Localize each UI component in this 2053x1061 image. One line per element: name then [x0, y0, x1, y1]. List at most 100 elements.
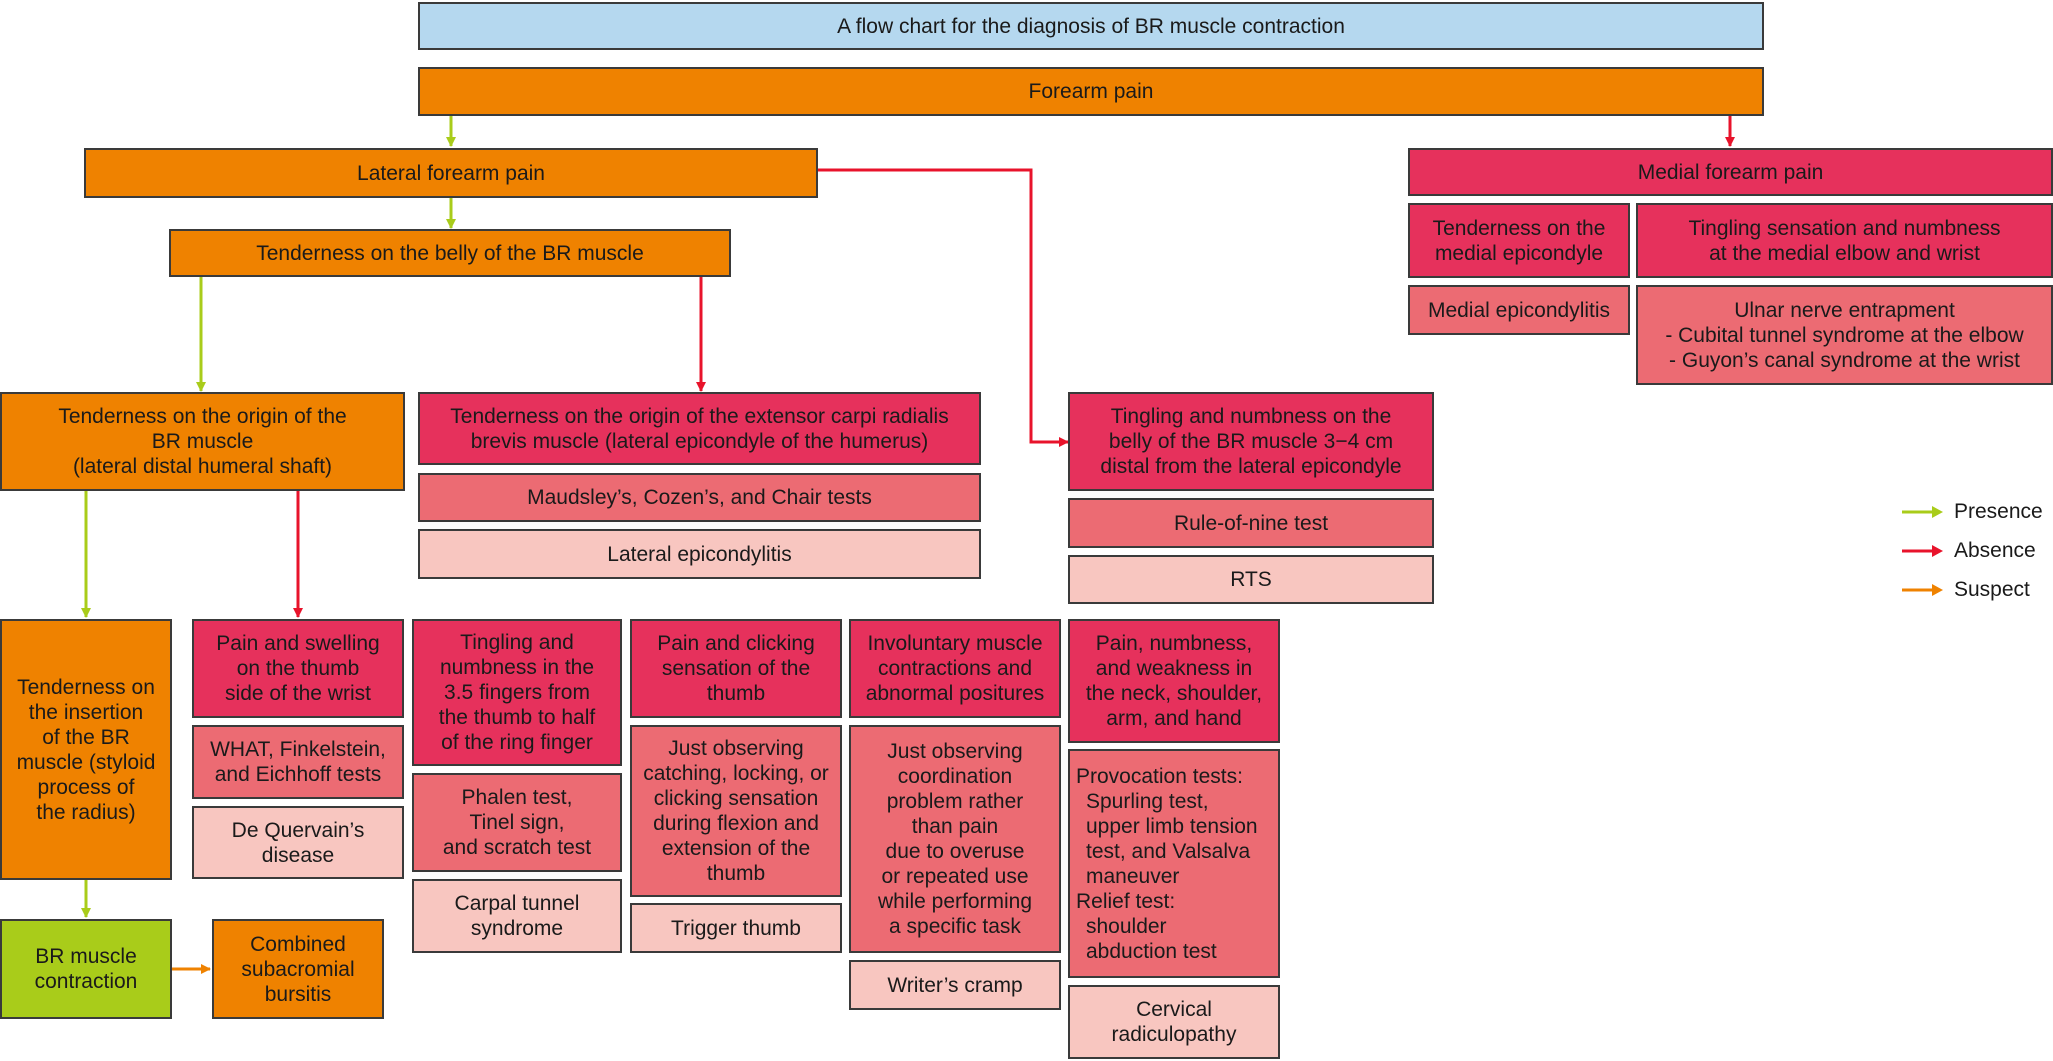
text-line: or repeated use	[881, 865, 1029, 888]
text-line: disease	[261, 843, 335, 867]
node-writers-cramp: Writer’s cramp	[849, 960, 1061, 1010]
legend-suspect: Suspect	[1900, 578, 2030, 602]
text-line: Lateral epicondylitis	[607, 542, 792, 566]
text-line: WHAT, Finkelstein,	[210, 738, 386, 761]
text-line: bursitis	[264, 982, 332, 1006]
text-line: Medial epicondylitis	[1427, 298, 1611, 322]
arrow-lateral-to-tingling-br	[816, 168, 1069, 447]
text-line: the radius)	[36, 800, 136, 824]
text-line: at the medial elbow and wrist	[1709, 241, 1980, 265]
legend-presence: Presence	[1900, 500, 2043, 524]
node-tender-ecrb-origin: Tenderness on the origin of the extensor…	[418, 392, 981, 465]
text-line: while performing	[877, 890, 1033, 913]
text-line: 3.5 fingers from	[444, 681, 590, 704]
text-line: thumb	[706, 862, 766, 885]
text-line: - Guyon’s canal syndrome at the wrist	[1669, 348, 2020, 372]
text-line: contractions and	[877, 657, 1033, 680]
text-line: Tenderness on the belly of the BR muscle	[256, 241, 644, 265]
node-provocation-tests: Provocation tests:Spurling test,upper li…	[1068, 749, 1280, 978]
legend-absence: Absence	[1900, 539, 2036, 563]
text-line: Tenderness on the	[1432, 216, 1606, 240]
text-line: catching, locking, or	[643, 762, 829, 785]
text-line: Pain and clicking	[657, 632, 815, 655]
legend-presence-arrow	[1902, 506, 1943, 518]
text-line: Just observing	[668, 737, 804, 760]
text-line: side of the wrist	[225, 682, 371, 705]
text-line: Relief test:	[1076, 889, 1176, 913]
text-line: and weakness in	[1095, 657, 1253, 680]
text-line: muscle (styloid	[16, 750, 156, 774]
node-what-tests: WHAT, Finkelstein,and Eichhoff tests	[192, 725, 404, 799]
text-line: of the ring finger	[441, 731, 593, 754]
text-line: Writer’s cramp	[887, 973, 1023, 997]
text-line: Phalen test,	[461, 786, 573, 809]
text-line: belly of the BR muscle 3−4 cm	[1108, 430, 1394, 453]
node-lateral-epicondylitis: Lateral epicondylitis	[418, 529, 981, 579]
text-line: Trigger thumb	[671, 916, 801, 940]
text-line: Provocation tests:	[1076, 764, 1243, 788]
text-line: thumb	[706, 682, 766, 705]
legend-suspect-label: Suspect	[1954, 578, 2030, 601]
node-ulnar-nerve: Ulnar nerve entrapment- Cubital tunnel s…	[1636, 285, 2053, 385]
text-line: Tinel sign,	[469, 811, 565, 834]
node-tender-br-belly: Tenderness on the belly of the BR muscle	[169, 229, 731, 277]
text-line: during flexion and	[653, 812, 819, 835]
text-line: Rule-of-nine test	[1173, 511, 1329, 535]
text-line: of the BR	[42, 725, 130, 749]
text-line: Tingling sensation and numbness	[1688, 216, 2001, 240]
text-line: Medial forearm pain	[1637, 160, 1824, 184]
text-line: Tenderness on the origin of the extensor…	[450, 404, 949, 428]
text-line: the insertion	[28, 700, 144, 724]
node-medial-forearm-pain: Medial forearm pain	[1408, 148, 2053, 196]
text-line: BR muscle	[35, 945, 137, 968]
legend-absence-label: Absence	[1954, 539, 2036, 562]
chart-title: A flow chart for the diagnosis of BR mus…	[418, 2, 1764, 50]
text-line: Pain and swelling	[216, 632, 380, 655]
node-medial-epicondylitis: Medial epicondylitis	[1408, 285, 1630, 335]
text-line: Involuntary muscle	[867, 632, 1043, 655]
node-maudsley-tests: Maudsley’s, Cozen’s, and Chair tests	[418, 473, 981, 522]
legend-presence-label: Presence	[1954, 500, 2043, 523]
text-line: the neck, shoulder,	[1085, 682, 1263, 705]
text-line: Forearm pain	[1028, 80, 1154, 103]
node-forearm-pain: Forearm pain	[418, 67, 1764, 116]
text-line: due to overuse	[885, 840, 1025, 863]
text-line: abnormal positures	[865, 682, 1045, 705]
text-line: test, and Valsalva	[1086, 839, 1251, 863]
text-line: a specific task	[889, 915, 1021, 938]
text-line: Cervical	[1136, 998, 1212, 1021]
text-line: arm, and hand	[1106, 707, 1242, 730]
text-line: sensation of the	[661, 657, 811, 680]
text-line: Tenderness on	[17, 675, 155, 699]
text-line: abduction test	[1086, 939, 1217, 963]
text-line: and Eichhoff tests	[214, 763, 382, 786]
node-lateral-forearm-pain: Lateral forearm pain	[84, 148, 818, 198]
text-line: Maudsley’s, Cozen’s, and Chair tests	[527, 486, 872, 509]
text-line: Tenderness on the origin of the	[58, 405, 347, 428]
text-line: than pain	[911, 815, 999, 838]
node-phalen-test: Phalen test,Tinel sign,and scratch test	[412, 773, 622, 872]
text-line: De Quervain’s	[231, 818, 365, 842]
text-line: Spurling test,	[1086, 789, 1209, 813]
node-trigger-thumb: Trigger thumb	[630, 903, 842, 953]
text-line: - Cubital tunnel syndrome at the elbow	[1665, 323, 2024, 347]
text-line: the thumb to half	[438, 706, 596, 729]
text-line: RTS	[1230, 568, 1272, 591]
legend-suspect-arrow	[1902, 584, 1943, 596]
